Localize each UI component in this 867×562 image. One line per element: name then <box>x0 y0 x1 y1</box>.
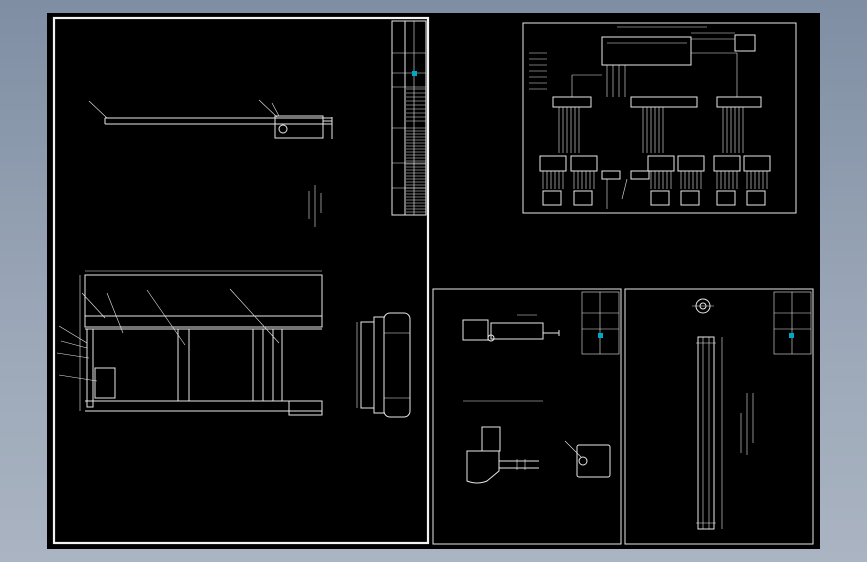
schematic-legend <box>529 52 547 90</box>
rod-end-view <box>692 298 714 314</box>
sensor-block <box>630 170 650 180</box>
rod-detail-title-block <box>773 291 812 355</box>
driver-board-3 <box>716 96 762 108</box>
assembly-note <box>308 185 322 227</box>
assembly-title-block <box>391 20 427 216</box>
motor-connector <box>570 155 598 172</box>
motor-connector <box>677 155 705 172</box>
part-detail-border <box>432 288 622 545</box>
rod-detail-sheet <box>624 288 814 545</box>
long-bar-view <box>88 99 333 139</box>
motor-row <box>539 155 771 206</box>
motor-connector <box>713 155 741 172</box>
rod-notes <box>740 393 754 455</box>
assembly-sheet <box>52 16 430 545</box>
driver-board-1 <box>552 96 592 108</box>
sensor-block <box>601 170 621 180</box>
motor-unit <box>650 190 670 206</box>
driver-board-2 <box>630 96 698 108</box>
wiring-schematic <box>522 22 797 214</box>
accent-mark <box>789 333 794 338</box>
part-detail-sheet <box>432 288 622 545</box>
frame-side-view <box>356 312 411 418</box>
motor-unit <box>716 190 736 206</box>
cad-drawing-svg <box>52 16 814 545</box>
bracket-section-view <box>463 400 543 484</box>
assembly-sheet-border <box>52 16 430 545</box>
motor-unit <box>746 190 766 206</box>
cad-drawing-canvas <box>47 13 820 549</box>
rod-detail-border <box>624 288 814 545</box>
controller-block <box>601 36 692 66</box>
accent-mark <box>598 333 603 338</box>
part-detail-title-block <box>581 291 620 355</box>
motor-unit <box>680 190 700 206</box>
motor-unit <box>573 190 593 206</box>
bracket-top-view <box>462 314 560 342</box>
bracket-end-view <box>564 440 611 478</box>
frame-front-view <box>56 270 323 416</box>
motor-connector <box>647 155 675 172</box>
rod-side-view <box>696 336 723 530</box>
motor-connector <box>539 155 567 172</box>
motor-connector <box>743 155 771 172</box>
accent-mark <box>412 71 417 76</box>
schematic-border <box>522 22 797 214</box>
power-module <box>734 34 756 52</box>
motor-unit <box>542 190 562 206</box>
